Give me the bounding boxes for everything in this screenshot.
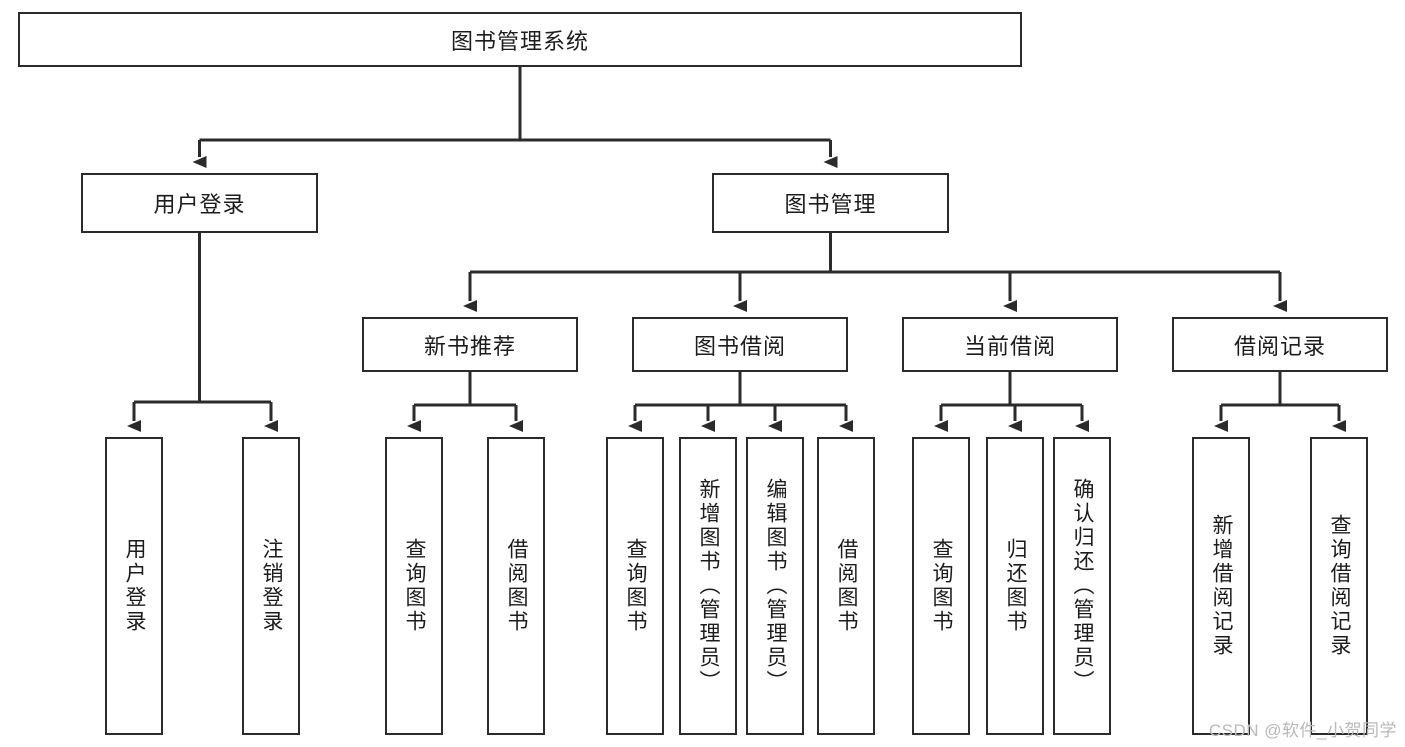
node-label: 注销登录 [260,538,284,634]
node-label: 借阅图书 [835,538,859,634]
node-label: 查询借阅记录 [1328,514,1352,658]
csdn-watermark: CSDN @软件_小贺同学 [1208,721,1397,740]
node-label: 用户登录 [153,192,246,217]
node-leaf-borrow-book-1[interactable]: 借阅图书 [487,437,545,735]
node-leaf-edit-book[interactable]: 编辑图书（管理员） [746,437,804,735]
node-book-borrow[interactable]: 图书借阅 [632,317,848,372]
node-label: 确认归还（管理员） [1071,478,1095,694]
node-label: 编辑图书（管理员） [764,478,788,694]
node-label: 查询图书 [403,538,427,634]
node-current-borrow[interactable]: 当前借阅 [902,317,1118,372]
node-leaf-confirm-return[interactable]: 确认归还（管理员） [1053,437,1111,735]
node-book-manage[interactable]: 图书管理 [712,173,949,233]
node-label: 借阅记录 [1233,333,1326,359]
node-label: 归还图书 [1004,538,1028,634]
node-label: 图书管理系统 [450,28,589,54]
node-label: 查询图书 [930,538,954,634]
node-leaf-query-book-1[interactable]: 查询图书 [385,437,443,735]
node-label: 新增借阅记录 [1210,514,1234,658]
node-leaf-add-record[interactable]: 新增借阅记录 [1192,437,1250,735]
node-new-book-recommend[interactable]: 新书推荐 [362,317,578,372]
node-label: 新书推荐 [423,333,516,359]
node-leaf-add-book[interactable]: 新增图书（管理员） [679,437,737,735]
node-leaf-user-login[interactable]: 用户登录 [105,437,163,735]
node-label: 图书借阅 [693,333,786,359]
node-root[interactable]: 图书管理系统 [18,12,1022,67]
node-label: 当前借阅 [963,333,1056,359]
node-leaf-logout[interactable]: 注销登录 [242,437,300,735]
node-leaf-query-book-3[interactable]: 查询图书 [912,437,970,735]
node-label: 借阅图书 [505,538,529,634]
node-leaf-query-record[interactable]: 查询借阅记录 [1310,437,1368,735]
node-label: 图书管理 [784,192,877,217]
node-leaf-query-book-2[interactable]: 查询图书 [606,437,664,735]
node-leaf-borrow-book-2[interactable]: 借阅图书 [817,437,875,735]
node-label: 用户登录 [123,538,147,634]
node-label: 新增图书（管理员） [697,478,721,694]
node-label: 查询图书 [624,538,648,634]
node-borrow-record[interactable]: 借阅记录 [1172,317,1388,372]
node-leaf-return-book[interactable]: 归还图书 [986,437,1044,735]
node-user-login[interactable]: 用户登录 [81,173,318,233]
